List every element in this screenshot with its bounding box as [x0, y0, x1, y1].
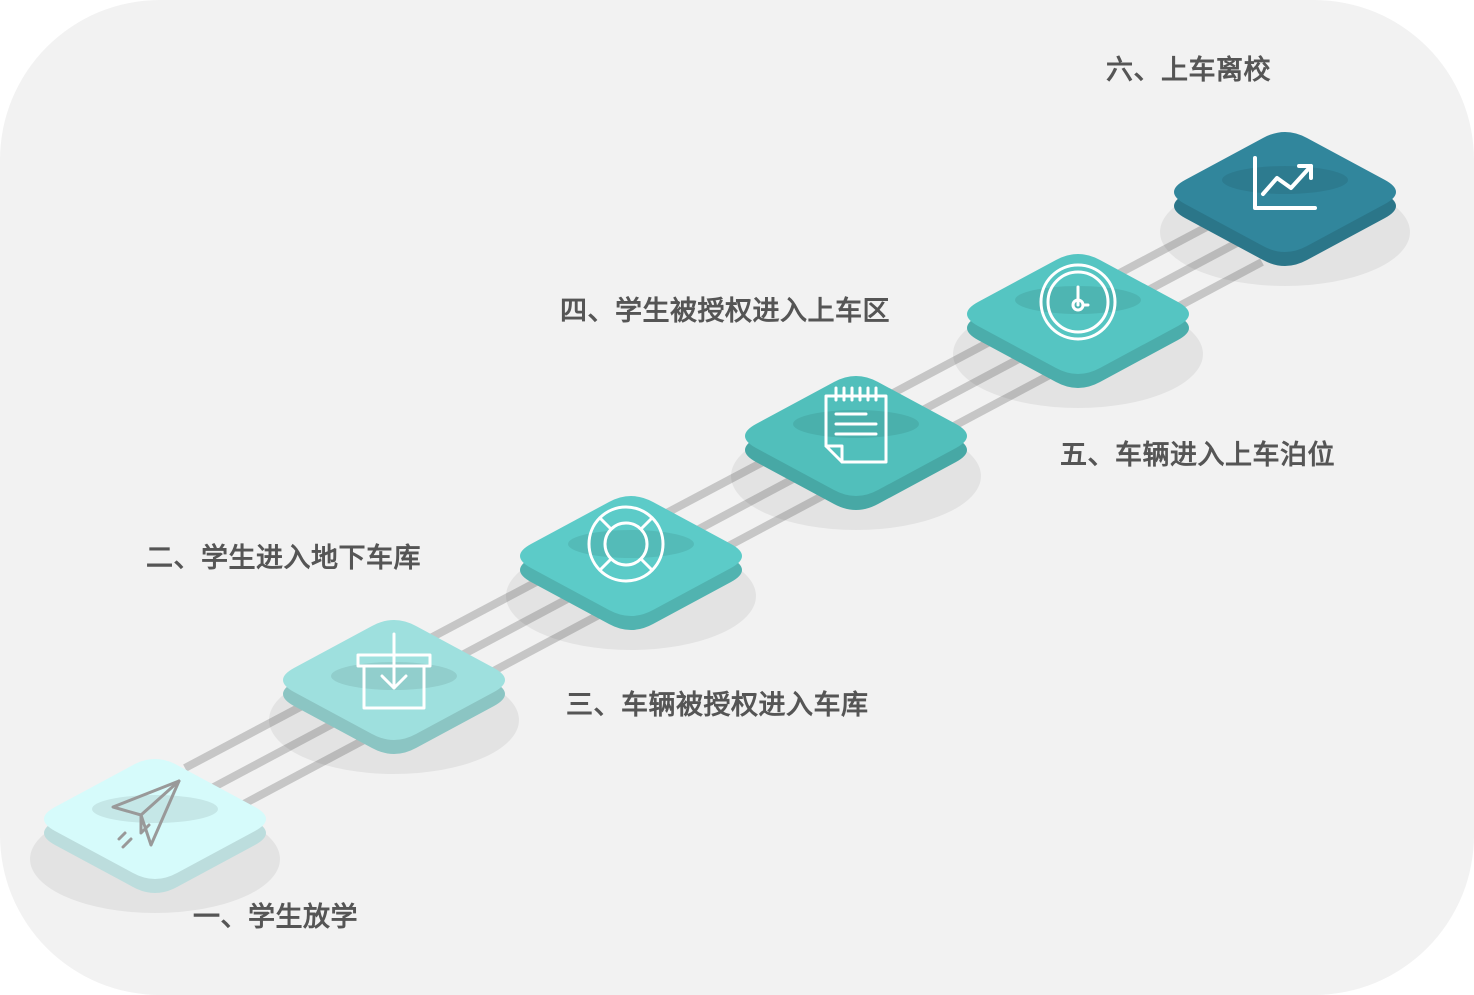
lifebuoy-icon: [587, 505, 665, 583]
step-label-2: 二、学生进入地下车库: [146, 543, 421, 574]
tile-top: [44, 759, 266, 879]
step-tile-6: [1160, 132, 1410, 286]
notepad-icon: [824, 386, 888, 464]
step-tile-1: [30, 759, 280, 913]
tile-top: [1174, 132, 1396, 252]
paper-plane-icon: [111, 779, 181, 849]
tile-top: [967, 254, 1189, 374]
step-label-3: 三、车辆被授权进入车库: [566, 690, 869, 721]
tile-icon-glow: [92, 795, 218, 823]
inbox-download-icon: [356, 632, 432, 710]
clock-icon: [1039, 263, 1117, 341]
tile-icon-glow: [568, 530, 694, 558]
step-label-6: 六、上车离校: [1106, 55, 1271, 86]
step-tile-3: [506, 496, 756, 650]
trend-chart-icon: [1253, 156, 1317, 210]
step-label-1: 一、学生放学: [193, 902, 358, 933]
step-tile-2: [269, 620, 519, 774]
step-label-4: 四、学生被授权进入上车区: [560, 296, 890, 327]
step-tile-4: [731, 376, 981, 530]
step-tile-5: [953, 254, 1203, 408]
step-label-5: 五、车辆进入上车泊位: [1060, 440, 1335, 471]
tile-top: [745, 376, 967, 496]
tile-icon-glow: [1222, 166, 1348, 194]
tile-top: [520, 496, 742, 616]
